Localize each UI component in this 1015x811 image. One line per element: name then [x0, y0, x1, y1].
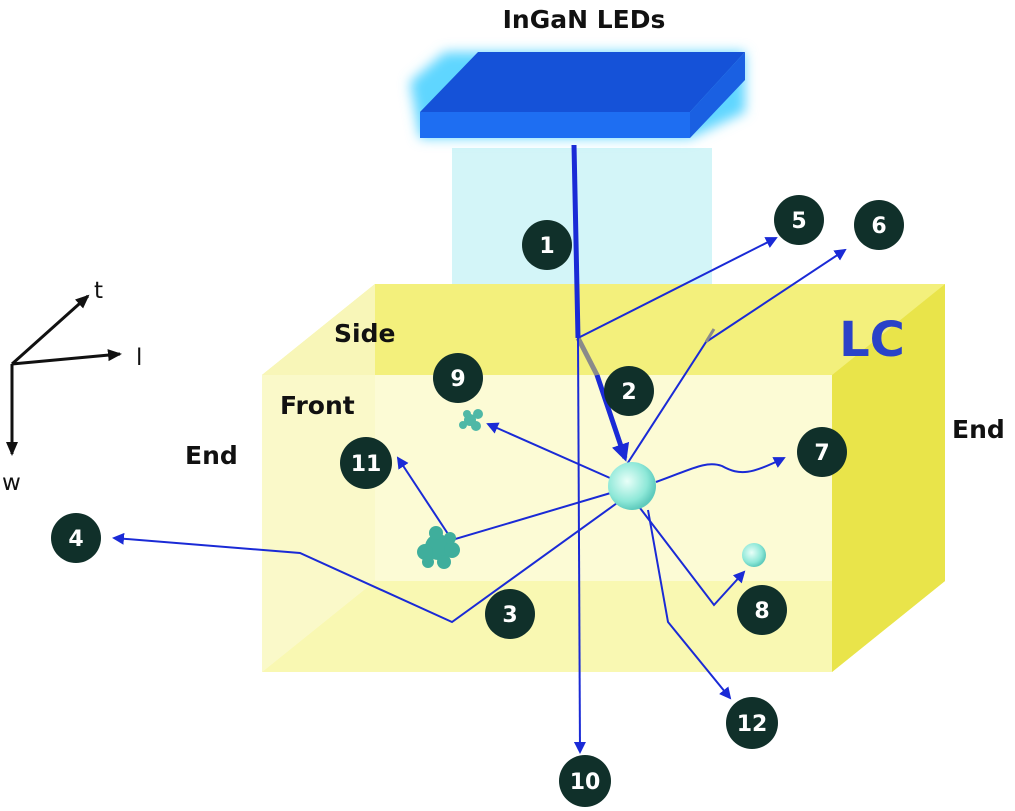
box-right-end-face: [832, 284, 945, 672]
marker-2: 2: [604, 366, 654, 416]
marker-6: 6: [854, 200, 904, 250]
marker-8: 8: [737, 585, 787, 635]
end-label-left: End: [185, 441, 238, 470]
marker-1: 1: [522, 220, 572, 270]
front-label: Front: [280, 391, 355, 420]
ray-1-incident: [571, 144, 581, 339]
ray-6-grey: [704, 328, 716, 343]
small-sphere: [742, 543, 766, 567]
svg-text:11: 11: [351, 452, 382, 477]
svg-text:12: 12: [737, 712, 768, 737]
marker-10: 10: [559, 755, 611, 807]
led-array: [410, 52, 745, 138]
ray-8: [639, 507, 746, 607]
marker-3: 3: [485, 589, 535, 639]
ray-10: [573, 337, 586, 754]
led-top: [420, 52, 745, 112]
marker-5: 5: [774, 195, 824, 245]
axis-t-label: t: [94, 278, 103, 304]
marker-11: 11: [340, 437, 392, 489]
box-top-face: [262, 284, 945, 375]
scattering-particle: [608, 462, 656, 510]
led-side: [690, 52, 745, 138]
svg-text:5: 5: [791, 209, 806, 234]
svg-text:3: 3: [502, 603, 517, 628]
end-label-right: End: [952, 415, 1005, 444]
ray-7: [655, 457, 786, 483]
svg-text:2: 2: [621, 380, 636, 405]
ray-4: [112, 497, 625, 624]
svg-text:9: 9: [450, 367, 465, 392]
axis-l-label: l: [136, 345, 142, 371]
svg-text:7: 7: [814, 441, 829, 466]
svg-text:8: 8: [754, 599, 769, 624]
svg-text:10: 10: [570, 770, 601, 795]
marker-9: 9: [433, 353, 483, 403]
axis-w-label: w: [2, 470, 21, 496]
lc-label: LC: [839, 312, 905, 368]
rays: [112, 144, 847, 754]
svg-text:6: 6: [871, 214, 886, 239]
marker-4: 4: [51, 513, 101, 563]
svg-text:1: 1: [539, 234, 554, 259]
absorber-small: [459, 409, 483, 431]
svg-text:4: 4: [68, 527, 83, 552]
marker-7: 7: [797, 427, 847, 477]
marker-12: 12: [726, 697, 778, 749]
absorber-large: [417, 526, 460, 569]
diagram-title: InGaN LEDs: [503, 5, 666, 34]
led-front: [420, 112, 690, 138]
ray-2-to-particle: [594, 374, 630, 462]
ray-9: [486, 422, 611, 479]
axis-triad: t l w: [2, 278, 142, 496]
ray-12: [647, 509, 732, 700]
side-label: Side: [334, 319, 395, 348]
ray-5: [577, 237, 778, 339]
light-cone: [452, 148, 712, 284]
ray-2-grey-segment: [575, 336, 600, 377]
